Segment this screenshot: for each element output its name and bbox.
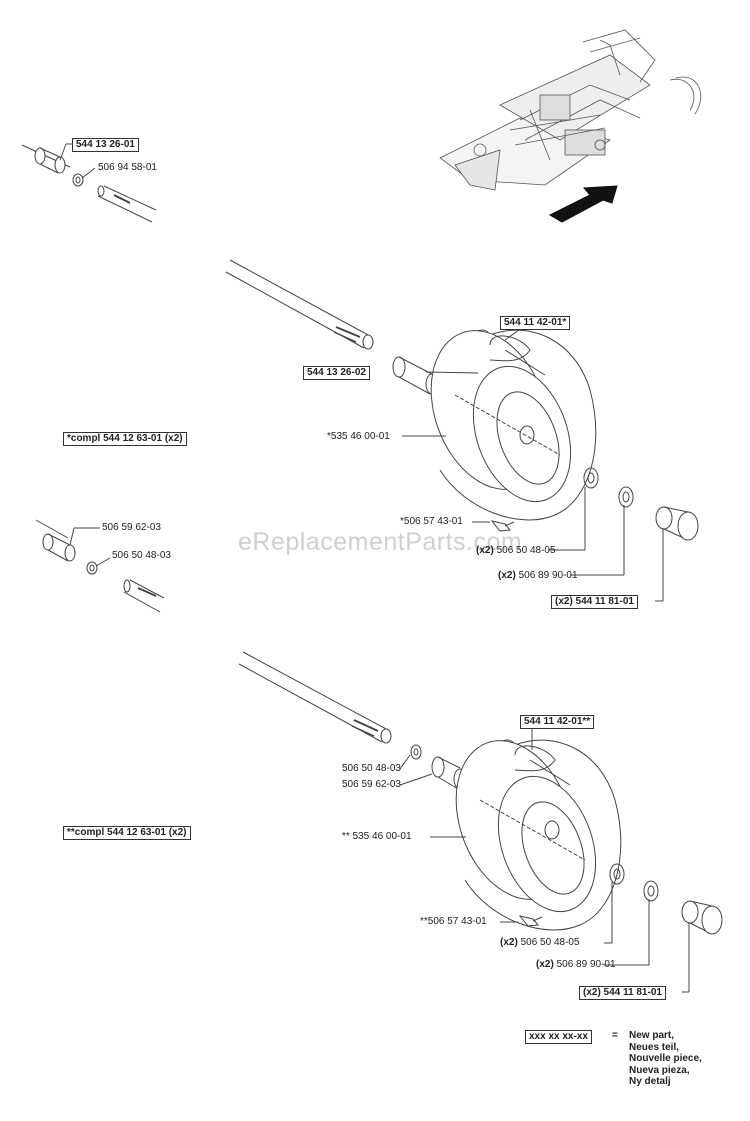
part-label-tire-1: *535 46 00-01: [327, 431, 390, 442]
part-label-valve-1: *506 57 43-01: [400, 516, 463, 527]
clip-icon: [618, 486, 634, 508]
washer-icon: [583, 467, 599, 489]
watermark: eReplacementParts.com: [238, 528, 523, 556]
valve-icon: [518, 915, 543, 927]
washer-icon: [410, 744, 422, 760]
spacer-icon: [42, 533, 76, 562]
part-label-544-13-26-02: 544 13 26-02: [303, 366, 370, 380]
legend-equals: =: [612, 1030, 618, 1041]
part-label-wheel-1: 544 11 42-01*: [500, 316, 571, 330]
axle-icon: [123, 579, 165, 613]
clip-icon: [643, 880, 659, 902]
part-label-cap-1: (x2) 544 11 81-01: [551, 595, 638, 609]
assembly1-parts: [225, 259, 699, 602]
legend-text: New part, Neues teil, Nouvelle piece, Nu…: [629, 1030, 702, 1087]
part-label-valve-2: **506 57 43-01: [420, 916, 487, 927]
part-label-washer-2: 506 50 48-03: [342, 763, 401, 774]
arrow-icon: [548, 185, 618, 223]
frame-thumbnail-icon: [439, 29, 702, 191]
part-label-washer2-2: (x2) 506 50 48-05: [500, 937, 580, 948]
hub-cap-icon: [655, 506, 699, 541]
top-inset-parts: [21, 143, 157, 223]
axle-icon: [97, 185, 157, 223]
part-label-506-59-62-03: 506 59 62-03: [102, 522, 161, 533]
kit-label-1: *compl 544 12 63-01 (x2): [63, 432, 187, 446]
axle-icon: [225, 259, 374, 350]
part-label-spacer-2: 506 59 62-03: [342, 779, 401, 790]
washer-icon: [72, 173, 84, 187]
legend-key: xxx xx xx-xx: [525, 1030, 592, 1044]
axle-icon: [238, 651, 392, 744]
wheel-icon: [455, 739, 622, 931]
part-label-washer-1: (x2) 506 50 48-05: [476, 545, 556, 556]
part-label-506-94-58-01: 506 94 58-01: [98, 162, 157, 173]
kit-label-2: **compl 544 12 63-01 (x2): [63, 826, 191, 840]
part-label-506-50-48-03: 506 50 48-03: [112, 550, 171, 561]
part-label-cap-2: (x2) 544 11 81-01: [579, 986, 666, 1000]
part-label-544-13-26-01: 544 13 26-01: [72, 138, 139, 152]
valve-icon: [490, 520, 515, 532]
wheel-icon: [430, 329, 597, 521]
part-label-clip-1: (x2) 506 89 90-01: [498, 570, 578, 581]
part-label-wheel-2: 544 11 42-01**: [520, 715, 595, 729]
part-label-tire-2: ** 535 46 00-01: [342, 831, 412, 842]
hub-cap-icon: [681, 900, 723, 935]
assembly2-parts: [238, 651, 723, 993]
mid-inset-parts: [35, 519, 165, 613]
washer-icon: [609, 863, 625, 885]
part-label-clip-2: (x2) 506 89 90-01: [536, 959, 616, 970]
spacer-icon: [34, 147, 66, 174]
washer-icon: [86, 561, 98, 575]
